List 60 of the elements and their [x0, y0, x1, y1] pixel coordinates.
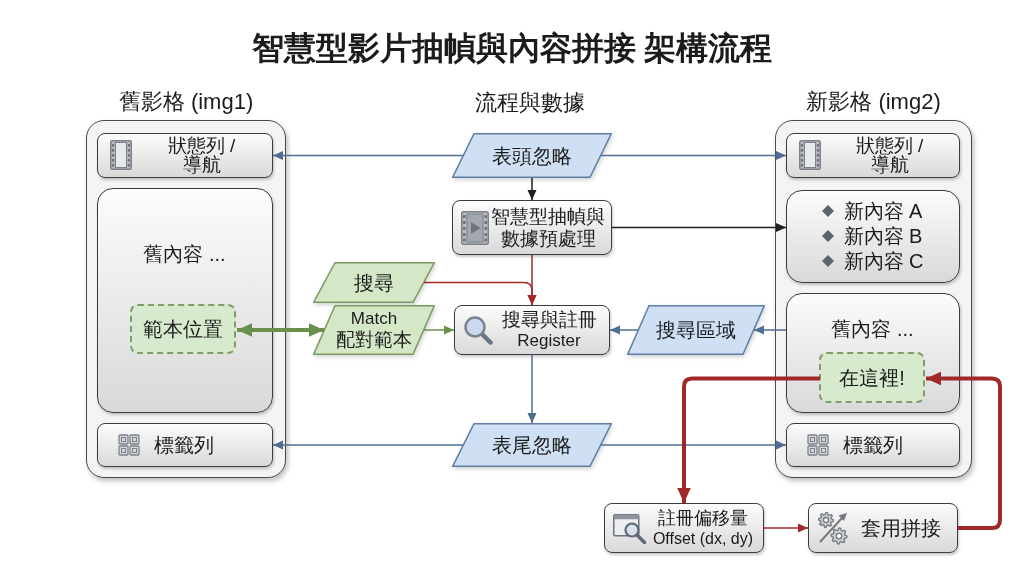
shape-label: 表尾忽略 [492, 433, 572, 457]
step-label: 註冊偏移量 [658, 508, 748, 529]
process-box [454, 305, 610, 355]
content-area [96, 187, 273, 413]
shape-label: 搜尋 [354, 270, 394, 295]
arrow [611, 223, 787, 232]
arrow [423, 281, 537, 306]
shape-label: Match [350, 309, 398, 329]
shape-label: 配對範本 [336, 329, 412, 351]
arrow [763, 523, 809, 533]
step-label: 套用拼接 [861, 516, 941, 540]
column-heading: 新影格 (img2) [806, 88, 941, 116]
data-parallelogram [452, 423, 612, 467]
arrow [527, 354, 537, 424]
bar-label: 標籤列 [153, 432, 214, 457]
arrow [600, 151, 787, 160]
area-label: 舊內容 ... [143, 241, 226, 267]
marked-region [819, 352, 925, 403]
step-label: Register [517, 331, 581, 351]
diagram-title: 智慧型影片抽幀與內容拼接 架構流程 [251, 29, 773, 68]
process-box [604, 503, 764, 553]
bar-label: 狀態列 / 導航 [854, 136, 925, 174]
bar-label: 標籤列 [842, 432, 903, 457]
data-parallelogram [452, 133, 612, 178]
shape-label: 表頭忽略 [492, 143, 572, 168]
arrow [272, 151, 464, 160]
arrow [753, 325, 787, 335]
column-heading: 流程與數據 [475, 89, 585, 117]
tag-bar [785, 422, 960, 467]
data-parallelogram [627, 305, 765, 355]
list-item: 新內容 B [843, 224, 923, 248]
marked-region [130, 304, 236, 354]
arrow [600, 440, 787, 450]
arrow [272, 440, 464, 450]
arrow [677, 376, 820, 503]
arrow [423, 325, 455, 335]
status-bar [785, 132, 960, 178]
content-list-panel [785, 189, 960, 283]
bar-label: 狀態列 / 導航 [166, 136, 237, 174]
arrow [609, 325, 639, 335]
arrow [237, 323, 324, 337]
arrow [926, 371, 1002, 530]
shape-label: 搜尋區域 [656, 318, 736, 342]
step-label: 智慧型抽幀與數據預處理 [490, 205, 606, 250]
column-heading: 舊影格 (img1) [118, 88, 254, 116]
tag-bar [96, 422, 273, 467]
region-label: 在這裡! [839, 365, 905, 390]
area-label: 舊內容 ... [831, 316, 914, 342]
content-area [785, 292, 960, 413]
arrow [527, 177, 537, 201]
list-item: 新內容 A [843, 199, 923, 223]
process-box [808, 503, 958, 553]
step-label: Offset (dx, dy) [652, 529, 754, 548]
list-item: 新內容 C [843, 249, 924, 273]
region-label: 範本位置 [143, 317, 223, 341]
data-parallelogram [313, 262, 435, 303]
step-label: 搜尋與註冊 [501, 309, 597, 331]
process-box [452, 200, 612, 255]
data-parallelogram [313, 305, 435, 355]
status-bar [96, 132, 273, 178]
